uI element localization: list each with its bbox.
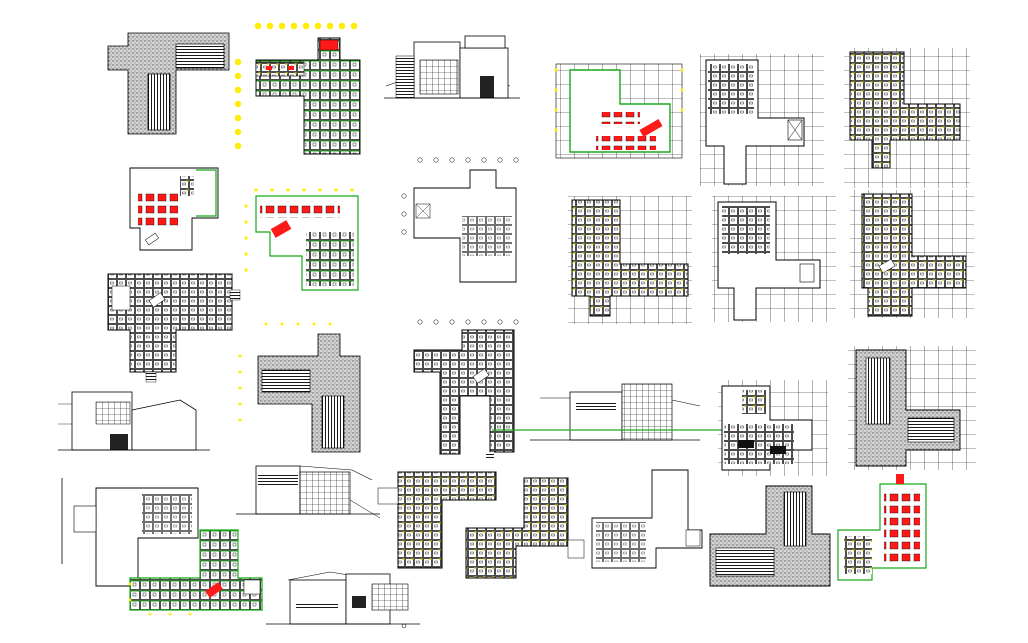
elevation-3 [492, 383, 760, 441]
grid-plan-color-1 [554, 63, 684, 159]
floor-plan-color-1 [234, 22, 361, 155]
roof-plan-2 [238, 322, 361, 453]
ground-plan-1 [401, 157, 519, 283]
furniture-plan-1 [129, 167, 219, 251]
roof-plan-4 [709, 485, 831, 587]
furniture-plan-2 [244, 188, 359, 291]
roof-plan-1 [107, 32, 230, 135]
elevation-4 [236, 465, 381, 519]
furniture-plan-3 [837, 474, 927, 581]
elevation-2 [58, 391, 210, 451]
t-plan-2 [413, 319, 519, 460]
t-plan-color-3 [128, 529, 263, 616]
grid-plan-4 [568, 196, 692, 324]
grid-plan-5 [712, 196, 836, 322]
grid-plan-3 [844, 48, 970, 188]
grid-plan-7 [718, 380, 828, 476]
plan-outline-1 [61, 478, 199, 587]
plan-rooms-1 [377, 471, 497, 569]
plan-rooms-2 [465, 477, 585, 579]
elevation-1 [384, 35, 520, 99]
grid-plan-2 [700, 54, 824, 186]
plan-outline-2 [591, 469, 703, 569]
elevation-5 [266, 571, 420, 629]
roof-plan-3 [848, 346, 976, 470]
grid-plan-6 [850, 190, 974, 318]
t-plan-1 [107, 273, 241, 383]
